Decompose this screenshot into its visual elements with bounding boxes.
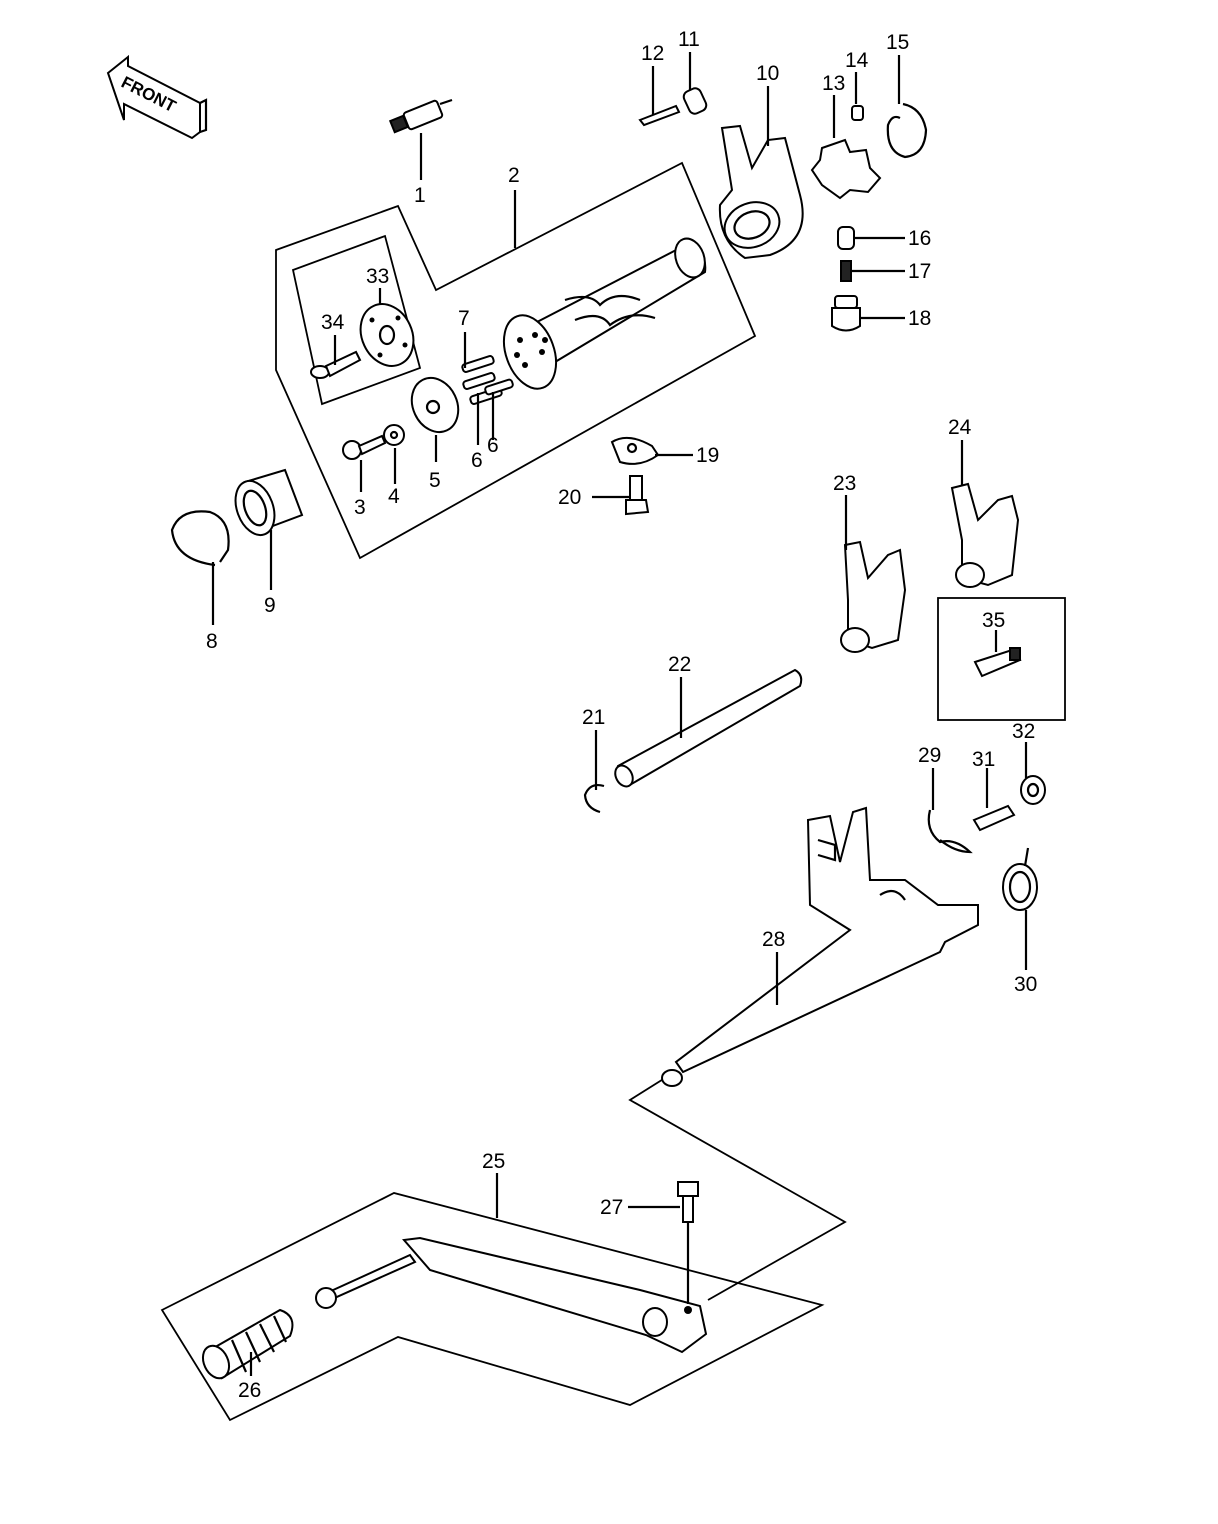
callout-23: 23 xyxy=(833,472,856,495)
shift-fork-24-part xyxy=(950,482,1020,588)
callout-17: 17 xyxy=(908,260,931,283)
callout-27: 27 xyxy=(600,1196,623,1219)
guide-pin-35-part xyxy=(973,647,1022,678)
bolt-20-part xyxy=(625,475,650,516)
callout-4: 4 xyxy=(388,485,400,508)
callout-33: 33 xyxy=(366,265,389,288)
shift-drum-assembly-outline xyxy=(275,161,757,560)
pin-11-part xyxy=(682,87,708,115)
callout-16: 16 xyxy=(908,227,931,250)
shift-shaft-part xyxy=(661,806,979,1087)
callout-20: 20 xyxy=(558,486,581,509)
callout-6b: 6 xyxy=(487,434,499,457)
callout-8: 8 xyxy=(206,630,218,653)
fork-shaft-part xyxy=(614,668,803,788)
callout-15: 15 xyxy=(886,31,909,54)
pedal-rubber-grip-part xyxy=(201,1308,294,1380)
shift-pedal-part xyxy=(315,1236,708,1354)
callout-24: 24 xyxy=(948,416,972,439)
spring-30-part xyxy=(1002,847,1038,911)
callout-13: 13 xyxy=(822,72,845,95)
callout-26: 26 xyxy=(238,1379,261,1402)
callout-32: 32 xyxy=(1012,720,1035,743)
callout-1: 1 xyxy=(414,184,426,207)
callout-11: 11 xyxy=(678,28,700,51)
nut-32-part xyxy=(1020,775,1046,805)
callout-10: 10 xyxy=(756,62,779,85)
callout-30: 30 xyxy=(1014,973,1037,996)
callout-28: 28 xyxy=(762,928,785,951)
pins-part xyxy=(461,355,514,405)
shift-fork-23-part xyxy=(840,540,907,653)
callout-12: 12 xyxy=(641,42,664,65)
screw-34-part xyxy=(310,350,362,379)
callout-6a: 6 xyxy=(471,449,483,472)
circlip-15-part xyxy=(886,102,928,159)
spring-17-part xyxy=(840,260,852,282)
pin-16-part xyxy=(837,226,855,250)
callout-18: 18 xyxy=(908,307,931,330)
shift-drum-part xyxy=(502,237,707,390)
shaft-to-pedal-connector xyxy=(628,1077,847,1301)
screw-3-part xyxy=(342,434,387,460)
drum-plate-part xyxy=(410,376,460,434)
front-direction-arrow: FRONT xyxy=(106,54,208,140)
lock-washer-part xyxy=(383,424,405,446)
callout-25: 25 xyxy=(482,1150,505,1173)
shift-cam-part xyxy=(810,138,882,200)
circlip-8-part xyxy=(170,510,230,567)
callout-19: 19 xyxy=(696,444,719,467)
fork-pin-kit-outline xyxy=(937,597,1066,721)
callout-2: 2 xyxy=(508,164,520,187)
callout-labels: 1 2 3 4 5 6 6 7 8 9 10 11 12 13 14 15 16… xyxy=(206,28,1037,1402)
plug-18-part xyxy=(831,295,861,332)
stopper-19-part xyxy=(610,436,660,465)
leader-lines xyxy=(211,52,1028,1376)
circlip-21-part xyxy=(583,783,605,814)
callout-34: 34 xyxy=(321,311,345,334)
callout-14: 14 xyxy=(845,49,869,72)
needle-bearing-part xyxy=(234,468,304,537)
shift-fork-10-part xyxy=(718,124,804,260)
bolt-27-part xyxy=(677,1181,699,1223)
shift-pedal-assembly-outline xyxy=(160,1192,825,1422)
inner-kit-outline xyxy=(291,234,422,406)
pin-14-part xyxy=(851,105,864,121)
callout-31: 31 xyxy=(972,748,995,771)
callout-5: 5 xyxy=(429,469,441,492)
callout-22: 22 xyxy=(668,653,691,676)
callout-21: 21 xyxy=(582,706,605,729)
callout-3: 3 xyxy=(354,496,366,519)
callout-7: 7 xyxy=(458,307,470,330)
callout-9: 9 xyxy=(264,594,276,617)
bolt-31-part xyxy=(972,804,1016,832)
spring-29-part xyxy=(927,809,973,854)
cotter-pin-part xyxy=(638,104,681,127)
neutral-switch-part xyxy=(388,98,453,134)
callout-35: 35 xyxy=(982,609,1005,632)
callout-29: 29 xyxy=(918,744,941,767)
retainer-plate-part xyxy=(359,303,415,367)
